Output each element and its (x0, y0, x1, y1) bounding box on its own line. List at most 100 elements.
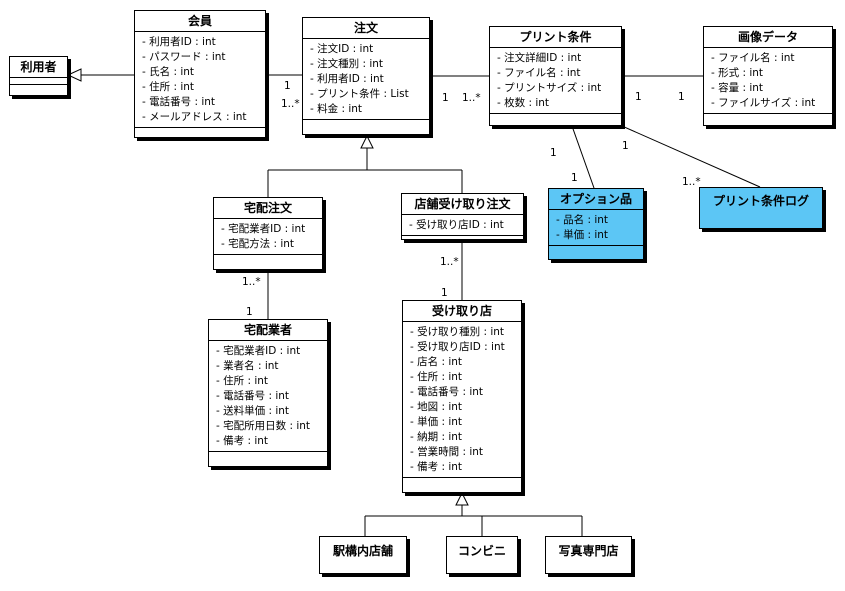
class-attribute: - 電話番号 : int (142, 96, 216, 108)
generalization-arrowhead-order (360, 134, 374, 149)
class-operations (402, 236, 523, 244)
class-attributes: - 利用者ID : int- パスワード : int- 氏名 : int- 住所… (135, 32, 265, 128)
class-attribute: - 品名 : int (556, 214, 609, 226)
multiplicity-label: 1 (284, 80, 291, 92)
class-attribute: - 送料単価 : int (216, 405, 290, 417)
class-attribute: - ファイル名 : int (497, 67, 581, 79)
class-attribute: - 営業時間 : int (410, 446, 484, 458)
class-attributes: - 注文ID : int - 注文種別 : int - 利用者ID : int - プ… (303, 39, 429, 120)
class-attributes: - 宅配業者ID : int - 宅配方法 : int (214, 219, 322, 255)
class-operations (135, 128, 265, 136)
class-attribute: - 氏名 : int (142, 66, 195, 78)
class-attribute: - 地図 : int (410, 401, 463, 413)
generalization-arrowhead-store (455, 491, 469, 506)
class-delivery-order[interactable]: 宅配注文 - 宅配業者ID : int- 宅配方法 : int (213, 197, 323, 270)
class-name: 店舗受け取り注文 (402, 194, 523, 215)
class-attribute: - 納期 : int (410, 431, 463, 443)
class-attribute: - 受け取り店ID : int (409, 219, 504, 231)
class-store-pickup-order[interactable]: 店舗受け取り注文 - 受け取り店ID : int (401, 193, 524, 240)
class-name: 注文 (303, 18, 429, 39)
class-attributes: - 宅配業者ID : int - 業者名 : int - 住所 : int - 電話番… (209, 341, 327, 452)
association-print-condition-log (621, 125, 761, 188)
class-station-store[interactable]: 駅構内店舗 (319, 536, 407, 574)
class-attribute: - パスワード : int (142, 51, 226, 63)
class-option[interactable]: オプション品 - 品名 : int - 単価 : int (548, 188, 644, 260)
class-attribute: - 容量 : int (711, 82, 764, 94)
class-name: 宅配業者 (209, 320, 327, 341)
generalization-arrowhead (66, 68, 82, 82)
class-attribute: - 備考 : int (216, 435, 269, 447)
class-attribute: - 枚数 : int (497, 97, 550, 109)
multiplicity-label: 1 (442, 92, 449, 104)
class-name: 画像データ (704, 27, 832, 48)
class-operations (490, 114, 621, 122)
multiplicity-label: 1..* (440, 256, 459, 268)
multiplicity-label: 1 (441, 287, 448, 299)
class-attribute: - メールアドレス : int (142, 111, 247, 123)
class-attribute: - プリントサイズ : int (497, 82, 602, 94)
class-name: プリント条件ログ (712, 194, 809, 208)
class-attribute: - 注文詳細ID : int (497, 52, 582, 64)
multiplicity-label: 1..* (462, 92, 481, 104)
class-name: オプション品 (549, 189, 643, 210)
class-print-log[interactable]: プリント条件ログ (699, 187, 823, 229)
class-attribute: - 店名 : int (410, 356, 463, 368)
class-print-condition[interactable]: プリント条件 - 注文詳細ID : int - ファイル名 : int - プリント… (489, 26, 622, 126)
class-operations (214, 255, 322, 263)
class-attribute: - 宅配方法 : int (221, 238, 295, 250)
class-name: 受け取り店 (403, 301, 521, 322)
class-attribute: - 住所 : int (216, 375, 269, 387)
class-image-data[interactable]: 画像データ - ファイル名 : int- 形式 : int- 容量 : int-… (703, 26, 833, 126)
class-attribute: - 受け取り店ID : int (410, 341, 505, 353)
multiplicity-label: 1 (550, 147, 557, 159)
class-attribute: - 住所 : int (142, 81, 195, 93)
class-name: 写真専門店 (558, 544, 619, 558)
class-name: 会員 (135, 11, 265, 32)
multiplicity-label: 1 (622, 140, 629, 152)
class-pickup-store[interactable]: 受け取り店 - 受け取り種別 : int- 受け取り店ID : int- 店名 … (402, 300, 522, 493)
multiplicity-label: 1..* (242, 276, 261, 288)
class-attribute: - 宅配業者ID : int (221, 223, 306, 235)
class-attribute: - 宅配所用日数 : int (216, 420, 311, 432)
class-attribute: - 電話番号 : int (410, 386, 484, 398)
class-attribute: - 業者名 : int (216, 360, 279, 372)
class-operations (209, 452, 327, 460)
multiplicity-label: 1 (678, 91, 685, 103)
class-attribute: - 単価 : int (410, 416, 463, 428)
class-attribute: - 注文種別 : int (310, 58, 384, 70)
class-attribute: - ファイル名 : int (711, 52, 795, 64)
multiplicity-label: 1 (246, 306, 253, 318)
class-attribute: - 住所 : int (410, 371, 463, 383)
class-operations (549, 246, 643, 254)
class-attributes (10, 78, 67, 85)
multiplicity-label: 1 (635, 91, 642, 103)
association-print-condition-option (571, 125, 595, 189)
class-attributes: - 品名 : int - 単価 : int (549, 210, 643, 246)
class-operations (403, 478, 521, 486)
class-attributes: - 注文詳細ID : int - ファイル名 : int - プリントサイズ : i… (490, 48, 621, 114)
class-operations (10, 85, 67, 93)
class-user[interactable]: 利用者 (9, 56, 68, 96)
class-attribute: - 料金 : int (310, 103, 363, 115)
multiplicity-label: 1 (571, 172, 578, 184)
class-attributes: - 受け取り種別 : int- 受け取り店ID : int- 店名 : int-… (403, 322, 521, 478)
class-attribute: - 形式 : int (711, 67, 764, 79)
class-attribute: - 単価 : int (556, 229, 609, 241)
class-delivery-company[interactable]: 宅配業者 - 宅配業者ID : int - 業者名 : int - 住所 : int… (208, 319, 328, 467)
class-attribute: - 利用者ID : int (310, 73, 384, 85)
class-attributes: - ファイル名 : int - 形式 : int - 容量 : int - ファイルサ… (704, 48, 832, 114)
class-operations (303, 120, 429, 128)
class-name: プリント条件 (490, 27, 621, 48)
class-attribute: - 注文ID : int (310, 43, 374, 55)
class-convenience-store[interactable]: コンビニ (446, 536, 518, 574)
class-operations (704, 114, 832, 122)
class-order[interactable]: 注文 - 注文ID : int - 注文種別 : int - 利用者ID : int… (302, 17, 430, 135)
class-attributes: - 受け取り店ID : int (402, 215, 523, 236)
class-attribute: - プリント条件 : List (310, 88, 409, 100)
class-attribute: - 電話番号 : int (216, 390, 290, 402)
class-photo-shop[interactable]: 写真専門店 (545, 536, 632, 574)
class-attribute: - ファイルサイズ : int (711, 97, 816, 109)
class-attribute: - 宅配業者ID : int (216, 345, 301, 357)
class-member[interactable]: 会員 - 利用者ID : int- パスワード : int- 氏名 : int-… (134, 10, 266, 138)
